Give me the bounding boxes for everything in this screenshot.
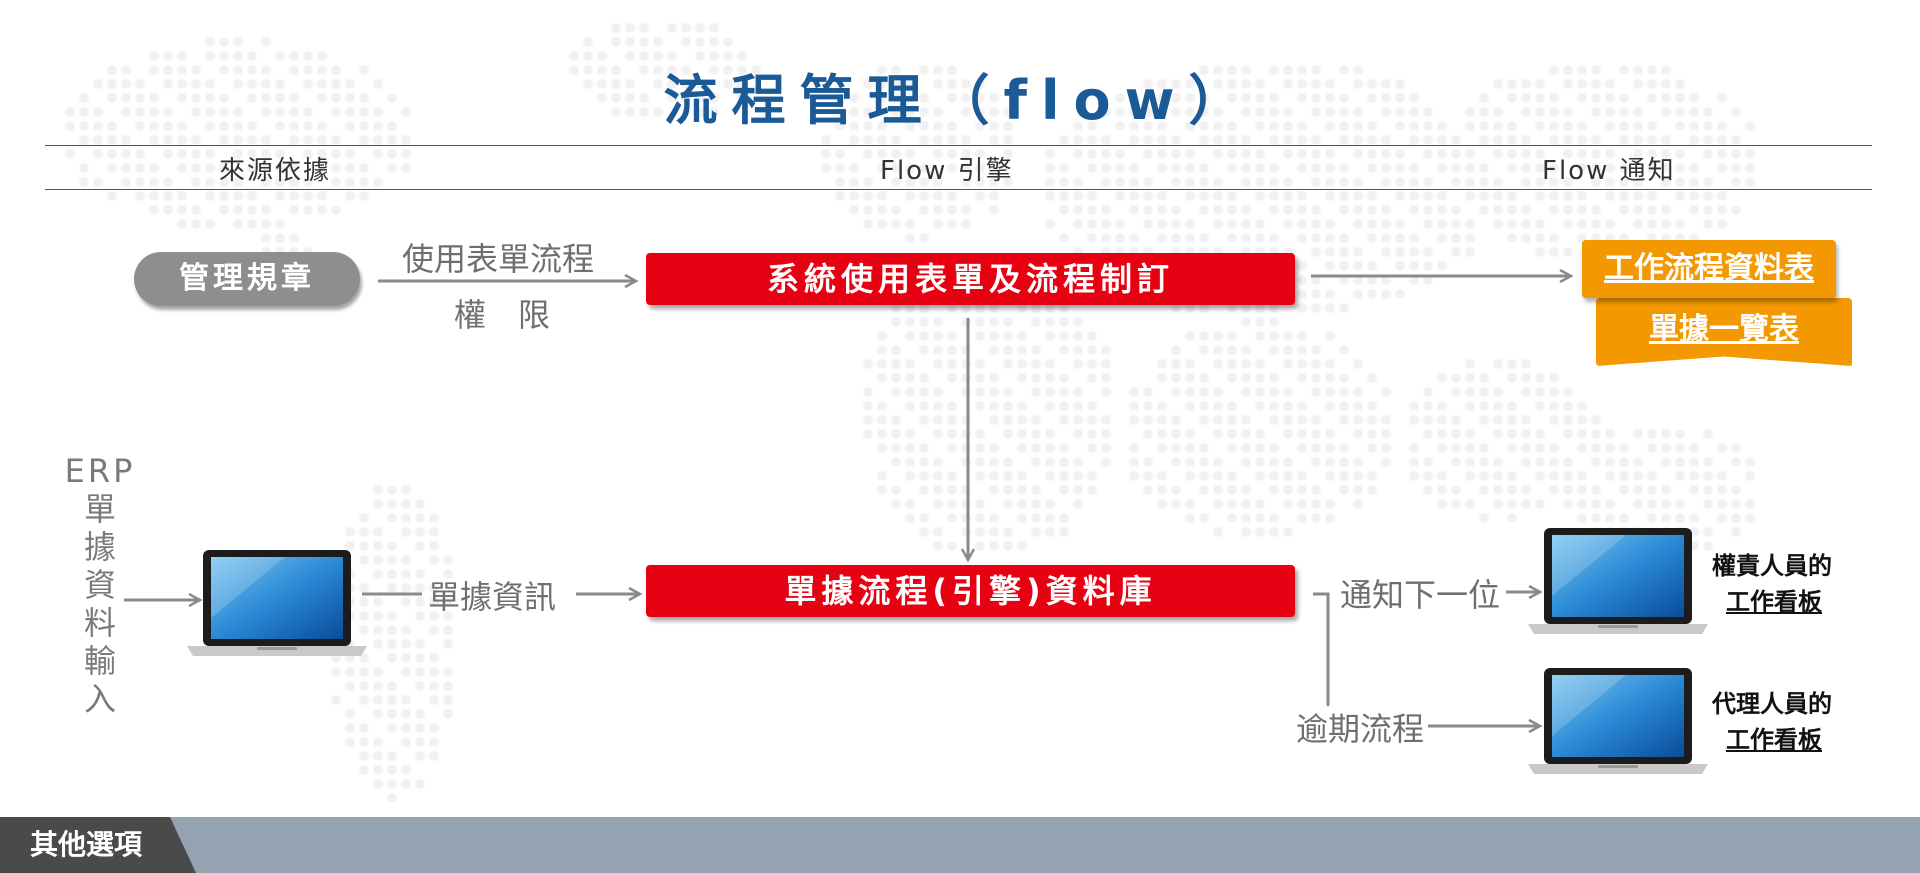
doc-info-label: 單據資訊: [428, 578, 557, 616]
responsible-dashboard-link[interactable]: 工作看板: [1726, 588, 1822, 616]
engine-db-node: 單據流程(引擎)資料庫: [646, 565, 1295, 617]
laptop-icon: [1528, 528, 1708, 634]
workflow-table-node[interactable]: 工作流程資料表: [1582, 240, 1836, 298]
doc-list-node[interactable]: 單據一覽表: [1596, 298, 1852, 366]
agent-dashboard-link[interactable]: 工作看板: [1726, 726, 1822, 754]
erp-char-3: 資: [83, 566, 116, 604]
erp-input-label: ERP 單 據 資 料 輸 入: [60, 452, 140, 718]
laptop-icon: [1528, 668, 1708, 774]
agent-dashboard: 代理人員的 工作看板: [1712, 686, 1832, 758]
regulation-node: 管理規章: [134, 252, 360, 306]
column-header-notify: Flow 通知: [1542, 156, 1676, 186]
erp-char-6: 入: [83, 680, 116, 718]
erp-char-1: 單: [83, 490, 116, 528]
footer-bar: [0, 817, 1920, 873]
permission-label: 權 限: [454, 296, 551, 334]
erp-prefix: ERP: [64, 452, 136, 490]
form-design-node: 系統使用表單及流程制訂: [646, 253, 1295, 305]
overdue-label: 逾期流程: [1296, 710, 1425, 748]
erp-char-4: 料: [83, 604, 116, 642]
erp-char-2: 據: [83, 528, 116, 566]
form-flow-label: 使用表單流程: [402, 240, 595, 278]
arrow-engine-branch: [1313, 592, 1330, 706]
column-header-source: 來源依據: [219, 156, 332, 186]
header-bottom-divider: [45, 189, 1872, 190]
laptop-icon: [187, 550, 367, 656]
responsible-dashboard-line1: 權責人員的: [1712, 552, 1832, 580]
column-header-engine: Flow 引擎: [880, 156, 1014, 186]
agent-dashboard-line1: 代理人員的: [1712, 690, 1832, 718]
erp-char-5: 輸: [83, 642, 116, 680]
page-title: 流程管理（flow）: [663, 69, 1257, 132]
responsible-dashboard: 權責人員的 工作看板: [1712, 548, 1832, 620]
header-top-divider: [45, 145, 1872, 146]
notify-next-label: 通知下一位: [1340, 576, 1501, 614]
other-options-tab[interactable]: 其他選項: [0, 817, 196, 873]
